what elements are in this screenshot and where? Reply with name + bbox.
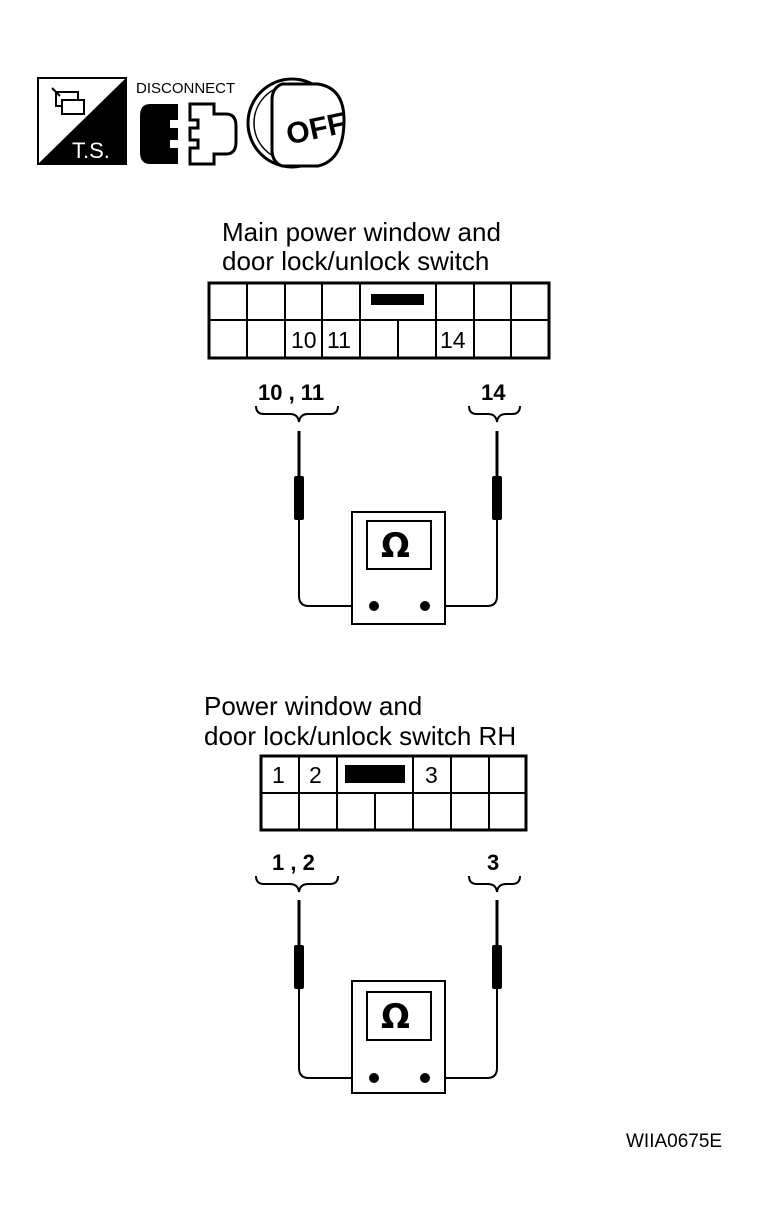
connector2-title-line2: door lock/unlock switch RH: [204, 721, 516, 751]
ignition-key-off-icon: OFF: [246, 77, 349, 169]
ohmmeter-2-symbol: Ω: [381, 997, 410, 1037]
connector2-brackets: [255, 875, 521, 893]
connector1-lead-right-label: 14: [481, 380, 506, 405]
connector1-test-leads: [298, 520, 498, 607]
connector2-probe-left: [294, 900, 304, 989]
connector2-lead-left-label: 1 , 2: [272, 850, 315, 875]
connector1-title-line1: Main power window and: [222, 217, 501, 247]
ts-icon: T.S.: [37, 77, 127, 165]
disconnect-label: DISCONNECT: [136, 80, 235, 97]
connector1-pin-14: 14: [440, 327, 466, 353]
ohmmeter-1-symbol: Ω: [381, 526, 410, 566]
connector1-title-line2: door lock/unlock switch: [222, 246, 489, 276]
connector1-probe-left: [294, 431, 304, 520]
connector2-face: [259, 754, 528, 832]
connector2-title-line1: Power window and: [204, 691, 422, 721]
connector2-pin-3: 3: [425, 762, 438, 788]
connector1-probe-right: [492, 431, 502, 520]
connector1-face: [207, 281, 551, 360]
connector2-probe-right: [492, 900, 502, 989]
figure-code: WIIA0675E: [626, 1131, 722, 1152]
connector2-pin-2: 2: [309, 762, 322, 788]
connector1-brackets: [255, 405, 521, 423]
connector1-pin-10: 10: [291, 327, 317, 353]
connector2-pin-1: 1: [272, 762, 285, 788]
ohmmeter-2: [351, 980, 446, 1094]
ts-icon-label: T.S.: [72, 138, 110, 163]
connector1-pin-11: 11: [327, 327, 351, 353]
disconnect-icon: DISCONNECT: [136, 80, 238, 166]
ohmmeter-1: [351, 511, 446, 625]
connector2-lead-right-label: 3: [487, 850, 499, 875]
connector2-test-leads: [298, 989, 498, 1079]
connector1-lead-left-label: 10 , 11: [258, 380, 324, 405]
